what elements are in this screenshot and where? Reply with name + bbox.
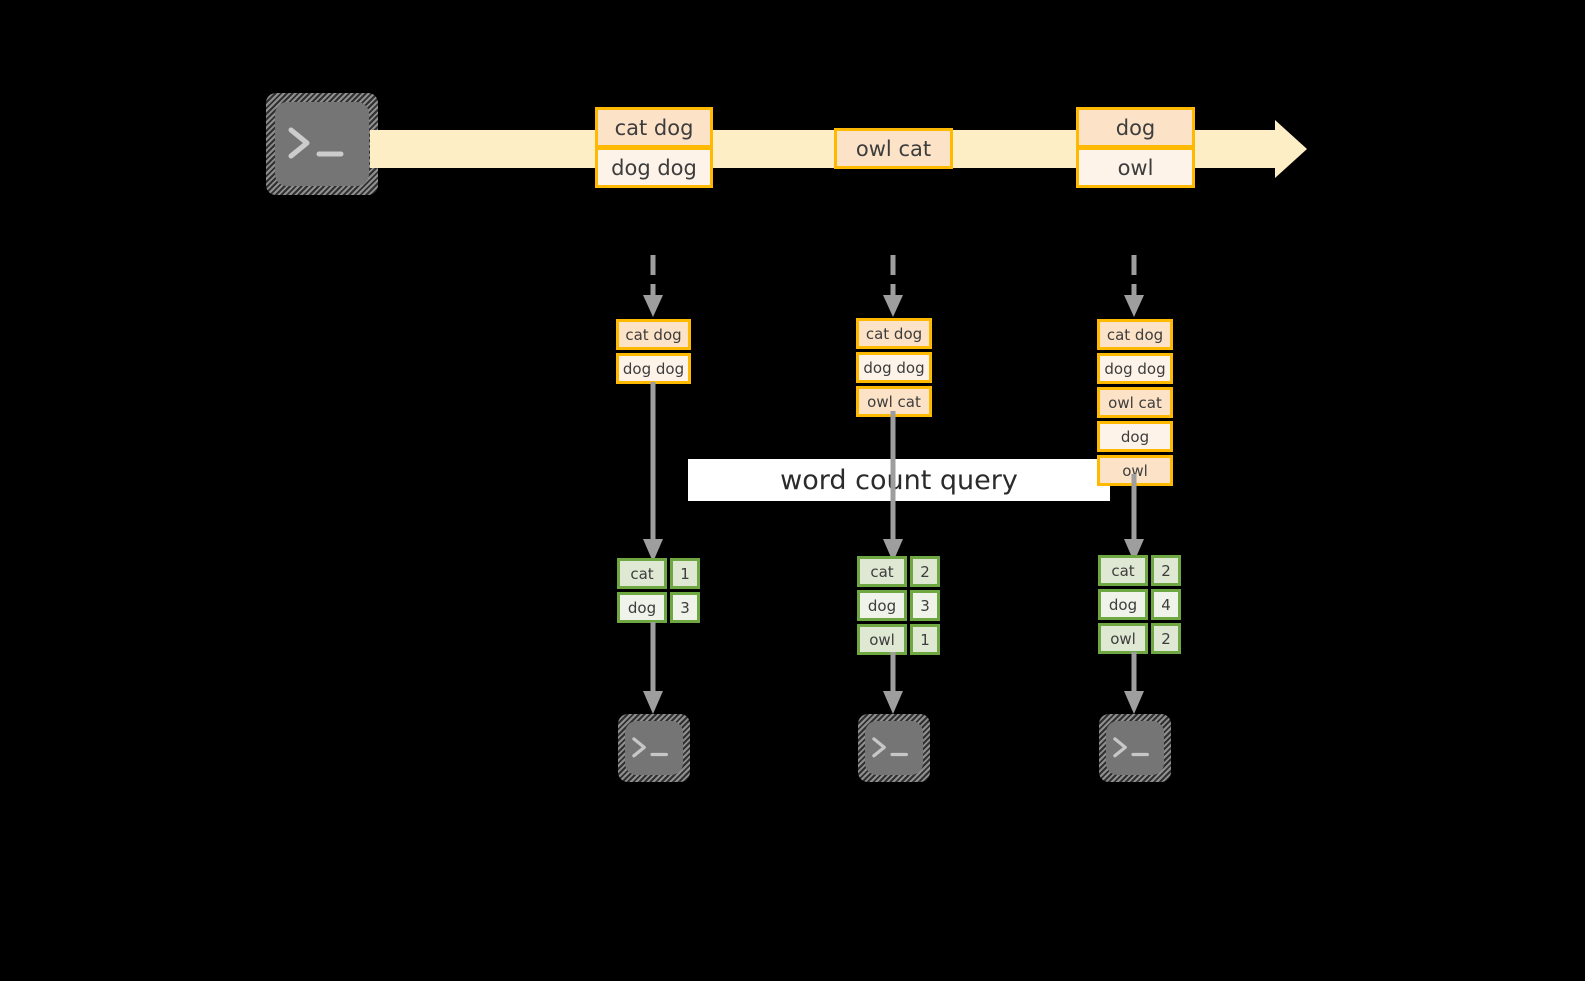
- result-count-cell: 1: [670, 558, 700, 589]
- result-to-sink-connector: [639, 622, 667, 716]
- result-count-cell: 3: [910, 590, 940, 621]
- result-table: cat 1 dog 3: [617, 558, 700, 623]
- stream-record: owl: [1076, 147, 1195, 188]
- result-word-cell: cat: [857, 556, 907, 587]
- result-row: owl 1: [857, 624, 940, 655]
- result-count-cell: 1: [910, 624, 940, 655]
- terminal-face: [865, 721, 923, 775]
- terminal-prompt-icon: [288, 127, 344, 159]
- terminal-face: [625, 721, 683, 775]
- result-word-cell: cat: [1098, 555, 1148, 586]
- terminal-prompt-icon: [632, 737, 668, 758]
- result-word-cell: owl: [1098, 623, 1148, 654]
- records-to-result-connector: [639, 382, 667, 564]
- result-count-cell: 3: [670, 592, 700, 623]
- result-count-cell: 2: [910, 556, 940, 587]
- stream-record: dog: [1076, 107, 1195, 148]
- result-row: dog 3: [617, 592, 700, 623]
- terminal-prompt-icon: [1113, 737, 1149, 758]
- records-to-result-connector: [1120, 474, 1148, 564]
- result-count-cell: 2: [1151, 623, 1181, 654]
- sink-terminal-icon: [618, 714, 690, 782]
- snapshot-record: dog dog: [1097, 353, 1173, 384]
- stream-to-snapshot-connector: [1120, 255, 1148, 320]
- result-to-sink-connector: [879, 652, 907, 716]
- result-row: dog 4: [1098, 589, 1181, 620]
- snapshot-record: owl cat: [1097, 387, 1173, 418]
- terminal-face: [1106, 721, 1164, 775]
- snapshot-record: dog dog: [616, 353, 691, 384]
- stream-to-snapshot-connector: [879, 255, 907, 320]
- query-banner-label: word count query: [780, 464, 1018, 496]
- result-row: cat 1: [617, 558, 700, 589]
- stream-arrow-tip: [1275, 120, 1307, 178]
- result-table: cat 2 dog 3 owl 1: [857, 556, 940, 655]
- snapshot-record: cat dog: [616, 319, 691, 350]
- result-count-cell: 4: [1151, 589, 1181, 620]
- result-word-cell: owl: [857, 624, 907, 655]
- query-banner: word count query: [688, 459, 1110, 501]
- snapshot-record-stack: cat dog dog dog owl cat dog owl: [1097, 319, 1173, 486]
- snapshot-record: cat dog: [856, 318, 932, 349]
- snapshot-record: dog: [1097, 421, 1173, 452]
- stream-to-snapshot-connector: [639, 255, 667, 320]
- snapshot-record-stack: cat dog dog dog: [616, 319, 691, 384]
- result-row: cat 2: [857, 556, 940, 587]
- source-terminal-icon: [266, 93, 378, 195]
- result-row: dog 3: [857, 590, 940, 621]
- sink-terminal-icon: [858, 714, 930, 782]
- result-table: cat 2 dog 4 owl 2: [1098, 555, 1181, 654]
- snapshot-record-stack: cat dog dog dog owl cat: [856, 318, 932, 417]
- result-row: owl 2: [1098, 623, 1181, 654]
- result-word-cell: dog: [617, 592, 667, 623]
- result-to-sink-connector: [1120, 652, 1148, 716]
- terminal-face: [275, 102, 369, 186]
- result-word-cell: dog: [1098, 589, 1148, 620]
- stream-record: owl cat: [834, 128, 953, 169]
- snapshot-record: cat dog: [1097, 319, 1173, 350]
- result-row: cat 2: [1098, 555, 1181, 586]
- result-word-cell: cat: [617, 558, 667, 589]
- stream-record: cat dog: [595, 107, 713, 148]
- sink-terminal-icon: [1099, 714, 1171, 782]
- result-count-cell: 2: [1151, 555, 1181, 586]
- result-word-cell: dog: [857, 590, 907, 621]
- snapshot-record: dog dog: [856, 352, 932, 383]
- stream-record: dog dog: [595, 147, 713, 188]
- terminal-prompt-icon: [872, 737, 908, 758]
- records-to-result-connector: [879, 411, 907, 564]
